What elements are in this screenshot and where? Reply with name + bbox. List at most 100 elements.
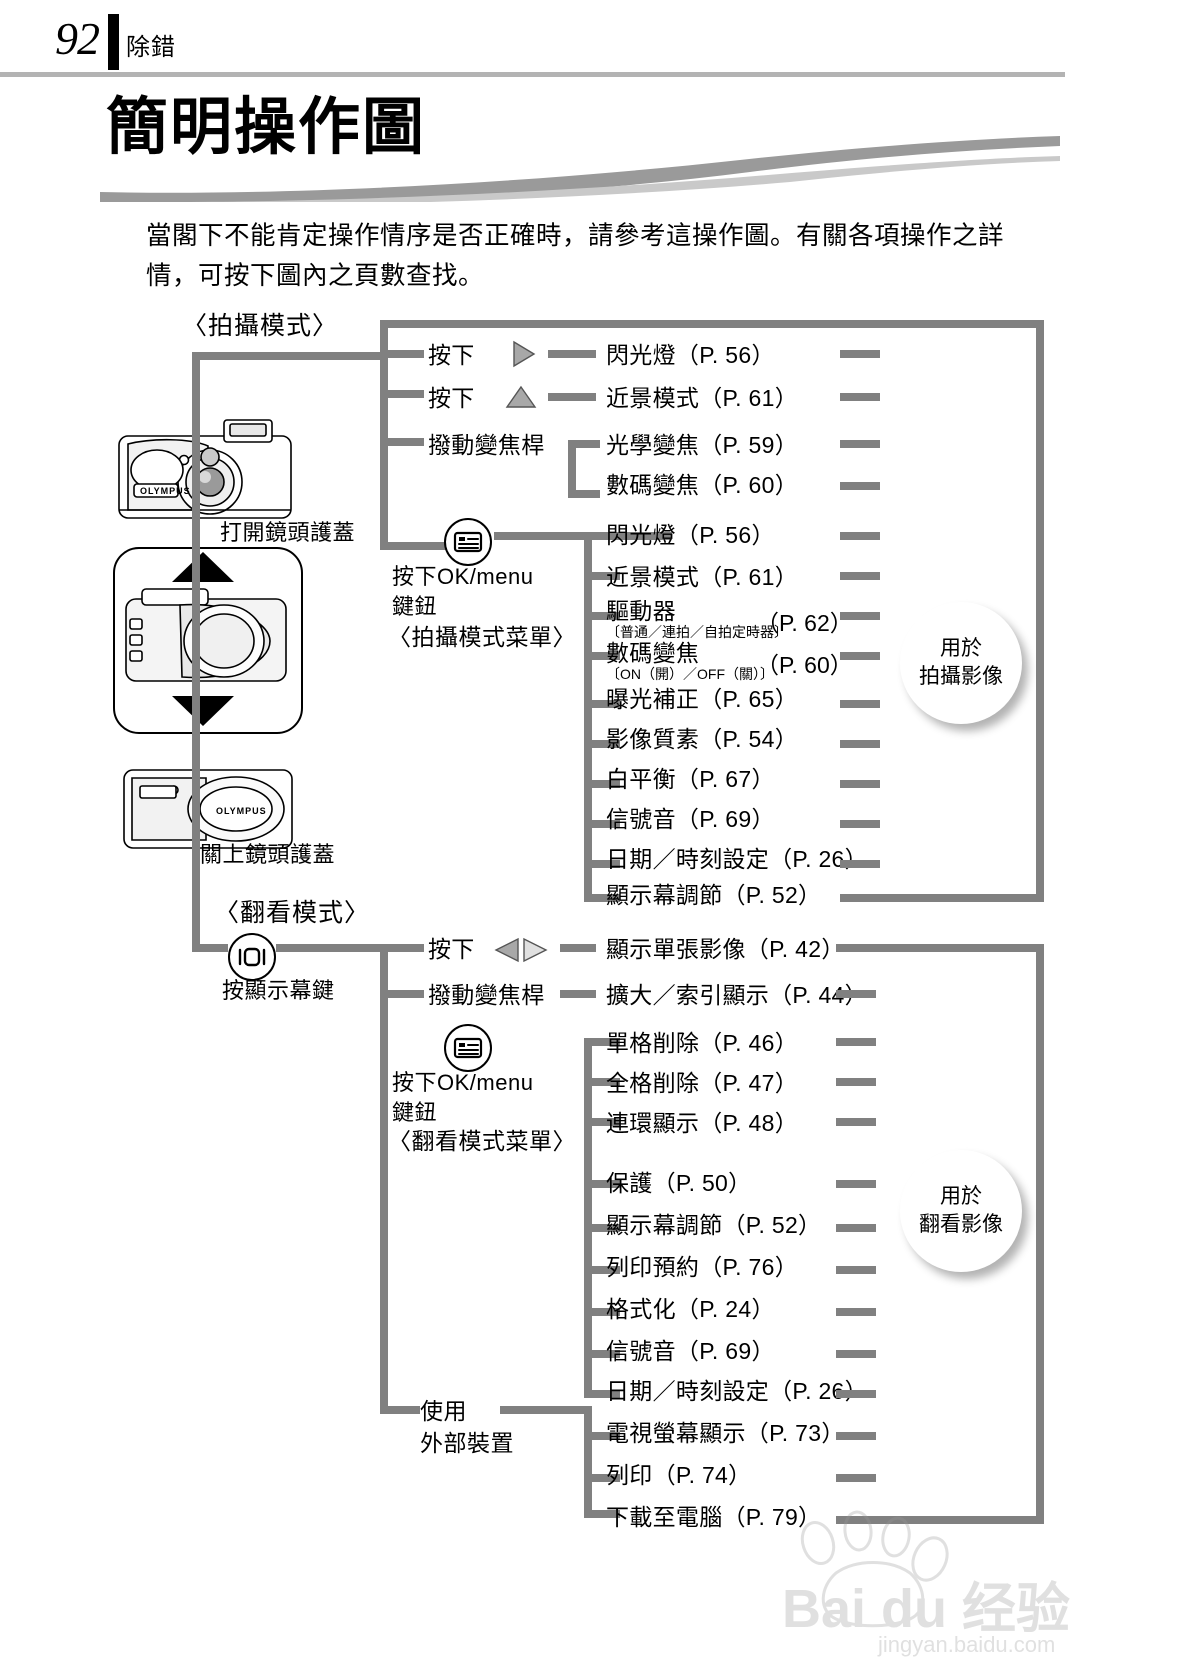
shooting-menu-item-sub: 〔普通／連拍／自拍定時器〕 (606, 624, 788, 640)
connector-line (584, 1038, 620, 1046)
playback-menu-line2: 鍵鈕 (392, 1100, 438, 1125)
camera-closed-illustration: OLYMPUS (123, 769, 293, 849)
connector-line (548, 393, 596, 401)
connector-line (840, 780, 880, 788)
connector-line (840, 393, 880, 401)
connector-line (584, 700, 620, 708)
watermark-sub: jingyan.baidu.com (877, 1632, 1055, 1657)
open-lens-cover-label: 打開鏡頭護蓋 (220, 520, 356, 545)
up-triangle-icon (505, 385, 537, 408)
connector-line (840, 350, 880, 358)
shooting-menu-item-page: （P. 62） (756, 610, 853, 636)
shooting-menu-item: 曝光補正（P. 65） (606, 686, 799, 712)
playback-menu-item: 日期／時刻設定（P. 26） (606, 1378, 868, 1404)
connector-line (840, 740, 880, 748)
connector-line (192, 352, 380, 360)
external-device-item: 列印（P. 74） (606, 1462, 752, 1488)
connector-line (380, 320, 388, 550)
connector-line (836, 1180, 876, 1188)
shooting-action-target: 閃光燈（P. 56） (606, 342, 775, 368)
connector-line (584, 1308, 620, 1316)
shooting-zoom-digital: 數碼變焦（P. 60） (606, 472, 799, 498)
connector-line (840, 860, 880, 868)
left-right-triangle-icon (494, 937, 548, 963)
playback-menu-item: 保護（P. 50） (606, 1170, 752, 1196)
shooting-menu-item: 信號音（P. 69） (606, 806, 775, 832)
baidu-watermark: Bai du 经验 jingyan.baidu.com (778, 1507, 1178, 1662)
up-arrow-icon (172, 552, 234, 582)
connector-line (276, 944, 384, 952)
connector-line (192, 352, 200, 952)
shooting-menu-item-sub: 〔ON（開）／OFF（關）〕 (606, 666, 774, 682)
playback-menu-item: 顯示幕調節（P. 52） (606, 1212, 822, 1238)
connector-line (584, 1266, 620, 1274)
connector-line (380, 320, 1044, 328)
playback-usage-bubble: 用於 翻看影像 (900, 1150, 1022, 1272)
connector-line (840, 700, 880, 708)
connector-line (584, 1510, 620, 1518)
connector-line (836, 1078, 876, 1086)
playback-mode-label: 〈翻看模式〉 (214, 899, 371, 927)
shooting-menu-item: 顯示幕調節（P. 52） (606, 882, 822, 908)
shooting-action-target: 近景模式（P. 61） (606, 385, 799, 411)
shooting-usage-bubble: 用於 拍攝影像 (900, 602, 1022, 724)
connector-line (380, 542, 452, 550)
connector-line (872, 944, 1044, 952)
connector-line (584, 532, 592, 894)
connector-line (568, 440, 600, 448)
connector-line (836, 990, 876, 998)
close-lens-cover-label: 關上鏡頭護蓋 (200, 842, 336, 867)
connector-line (584, 1118, 620, 1126)
playback-menu-item: 信號音（P. 69） (606, 1338, 775, 1364)
svg-text:OLYMPUS: OLYMPUS (216, 806, 267, 816)
display-button-label: 按顯示幕鍵 (222, 978, 335, 1003)
connector-line (840, 652, 880, 660)
shooting-mode-label: 〈拍攝模式〉 (182, 312, 339, 340)
playback-action-target: 顯示單張影像（P. 42） (606, 936, 845, 962)
shooting-menu-item: 驅動器 (606, 598, 676, 624)
connector-line (836, 1350, 876, 1358)
external-device-line1: 使用 (420, 1398, 467, 1424)
connector-line (500, 1406, 590, 1414)
connector-line (388, 350, 424, 358)
shooting-bubble-line2: 拍攝影像 (919, 665, 1003, 688)
connector-line (388, 944, 424, 952)
playback-zoom-lever-label: 撥動變焦桿 (428, 982, 545, 1008)
connector-line (836, 1474, 876, 1482)
playback-menu-item: 全格削除（P. 47） (606, 1070, 799, 1096)
connector-line (840, 440, 880, 448)
playback-menu-button-icon[interactable] (444, 1024, 492, 1072)
shooting-bubble-line1: 用於 (940, 637, 982, 660)
connector-line (548, 350, 596, 358)
monitor-glyph-icon (238, 947, 266, 967)
connector-line (876, 894, 1044, 902)
connector-line (836, 1266, 876, 1274)
connector-line (568, 490, 600, 498)
header-divider-bar (108, 14, 119, 70)
connector-line (872, 1516, 1044, 1524)
external-device-item: 下載至電腦（P. 79） (606, 1504, 822, 1530)
connector-line (388, 438, 424, 446)
playback-menu-item: 列印預約（P. 76） (606, 1254, 799, 1280)
shooting-menu-item-page: （P. 60） (756, 652, 853, 678)
display-monitor-button-icon[interactable] (228, 933, 276, 981)
connector-line (836, 1308, 876, 1316)
connector-line (836, 1432, 876, 1440)
connector-line (840, 572, 880, 580)
connector-line (836, 1038, 876, 1046)
playback-bubble-line1: 用於 (940, 1185, 982, 1208)
connector-line (840, 482, 880, 490)
connector-line (836, 1390, 876, 1398)
connector-line (584, 1038, 592, 1390)
connector-line (584, 1350, 620, 1358)
playback-menu-line3: 〈翻看模式菜單〉 (388, 1128, 576, 1154)
connector-line (388, 390, 424, 398)
connector-line (388, 990, 424, 998)
playback-menu-item: 單格削除（P. 46） (606, 1030, 799, 1056)
connector-line (584, 740, 620, 748)
playback-menu-line1: 按下OK/menu (392, 1070, 534, 1095)
connector-line (584, 612, 620, 620)
connector-line (584, 1406, 592, 1518)
shooting-menu-button-icon[interactable] (444, 518, 492, 566)
connector-line (840, 612, 880, 620)
